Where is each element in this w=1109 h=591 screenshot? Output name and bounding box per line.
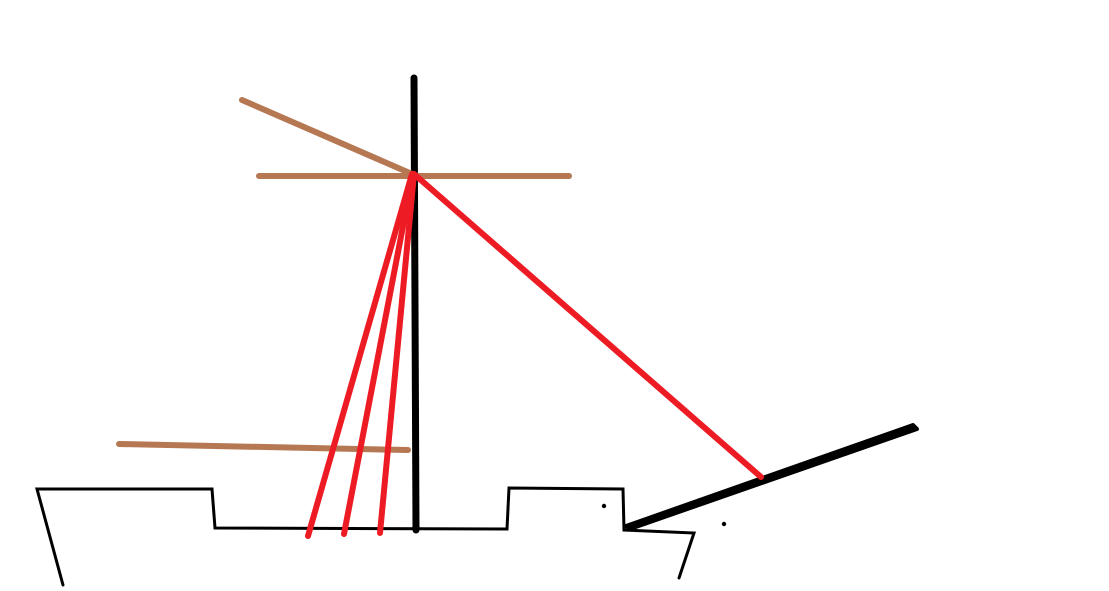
shroud-1 <box>305 171 415 539</box>
mast <box>410 74 420 534</box>
gaff-spar <box>239 97 415 177</box>
shroud-2 <box>341 171 416 537</box>
forestay <box>411 171 764 480</box>
boom <box>116 441 411 453</box>
deck-dot-left <box>601 503 607 509</box>
bowsprit <box>624 423 919 531</box>
deck-dot-right <box>721 521 727 527</box>
shroud-3 <box>377 171 417 536</box>
ship-hull <box>35 486 697 587</box>
